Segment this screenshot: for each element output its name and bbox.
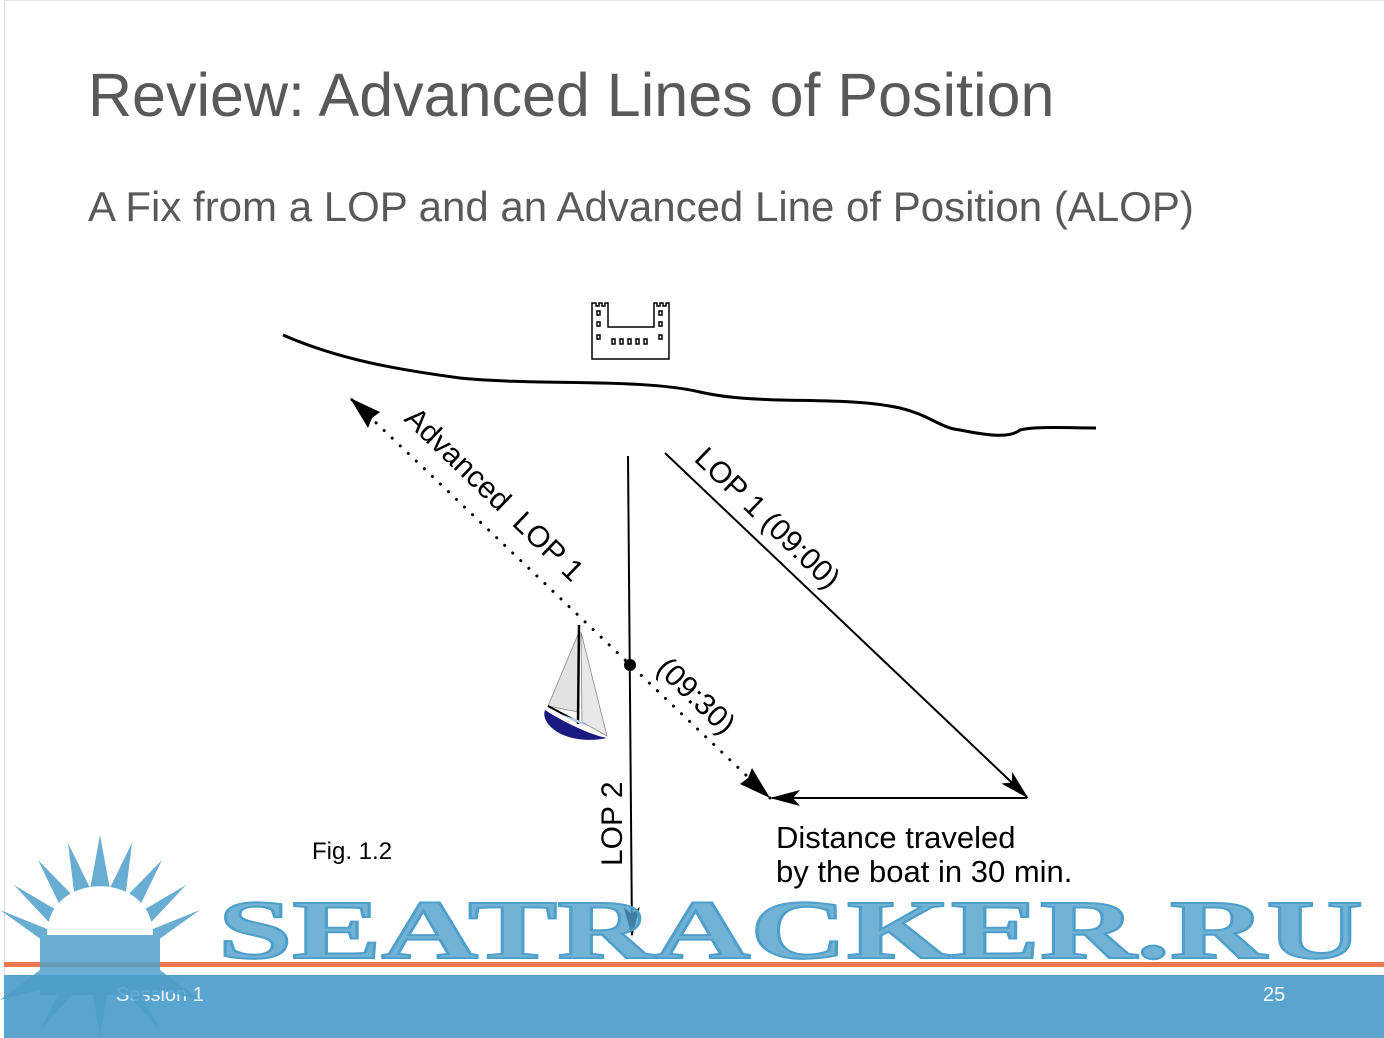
advanced-lop-1-line <box>348 396 772 800</box>
footer-session: Session 1 <box>116 984 204 1006</box>
lop-1-line <box>664 452 1029 799</box>
lop-1-label: LOP 1 (09:00) <box>688 441 846 595</box>
distance-label-line2: by the boat in 30 min. <box>776 854 1072 889</box>
advanced-lop-arrowhead-top <box>350 398 380 428</box>
castle-icon <box>591 302 670 360</box>
slide-frame <box>4 0 1384 1038</box>
advanced-lop-label: Advanced LOP 1 <box>398 401 590 588</box>
figure-label: Fig. 1.2 <box>312 838 392 865</box>
footer-page-number: 25 <box>1263 984 1286 1006</box>
footer-accent-line <box>4 962 1384 967</box>
slide-subtitle: A Fix from a LOP and an Advanced Line of… <box>88 183 1194 230</box>
advanced-lop-arrowhead-bottom <box>740 768 770 798</box>
coastline <box>282 333 1097 437</box>
slide-title: Review: Advanced Lines of Position <box>88 61 1055 129</box>
time-label: (09:30) <box>650 651 741 741</box>
fix-point <box>624 659 636 671</box>
distance-label-line1: Distance traveled <box>776 820 1016 855</box>
lop-2-label: LOP 2 <box>596 781 629 866</box>
lop-2-line <box>623 455 640 937</box>
sailboat-icon <box>544 624 608 740</box>
footer-bar <box>4 975 1384 1038</box>
